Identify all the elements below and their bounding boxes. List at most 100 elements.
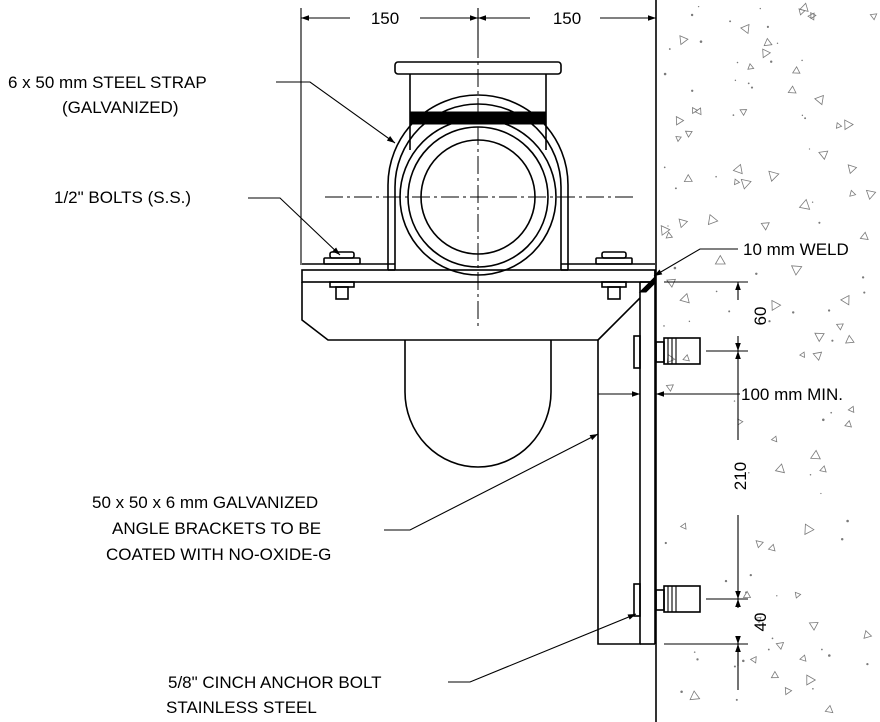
weld-symbol (638, 274, 657, 293)
pipe-outer (399, 118, 557, 276)
concrete-aggregate (749, 656, 757, 664)
svg-text:6 x 50 mm STEEL STRAP: 6 x 50 mm STEEL STRAP (8, 73, 207, 92)
concrete-aggregate (794, 591, 802, 599)
concrete-dot (791, 311, 795, 314)
concrete-dot (742, 659, 745, 663)
concrete-dot (820, 492, 822, 495)
nut-right (601, 281, 627, 300)
concrete-dot (861, 276, 865, 279)
concrete-aggregate (839, 294, 850, 306)
concrete-aggregate (844, 419, 852, 428)
concrete-dot (663, 325, 665, 327)
svg-text:50 x 50 x 6 mm GALVANIZED: 50 x 50 x 6 mm GALVANIZED (92, 493, 318, 512)
concrete-aggregate (684, 130, 693, 138)
concrete-aggregate (679, 292, 690, 304)
concrete-aggregate (760, 222, 770, 231)
label-weld: 10 mm WELD (653, 240, 849, 277)
concrete-dot (811, 201, 814, 203)
concrete-aggregate (808, 622, 819, 631)
concrete-dot (818, 221, 821, 224)
concrete-aggregate (679, 35, 689, 46)
concrete-aggregate (869, 13, 878, 21)
concrete-aggregate (770, 435, 778, 443)
concrete-dot (831, 339, 834, 342)
concrete-dot (673, 266, 677, 270)
concrete-dot (724, 579, 728, 583)
pipe-top-cap (394, 61, 562, 150)
concrete-aggregate (844, 119, 854, 131)
label-anchor-bolt: 5/8" CINCH ANCHOR BOLT STAINLESS STEEL (166, 613, 637, 717)
concrete-aggregate (768, 170, 780, 182)
concrete-dot (745, 591, 747, 594)
concrete-aggregate (682, 354, 690, 362)
concrete-dot (735, 698, 738, 701)
leader-weld (653, 248, 738, 277)
concrete-aggregate (863, 629, 873, 639)
concrete-aggregate (859, 231, 869, 240)
svg-text:COATED WITH NO-OXIDE-G: COATED WITH NO-OXIDE-G (106, 545, 331, 564)
concrete-aggregate (742, 590, 752, 598)
anchor-bolt-lower (633, 583, 701, 617)
concrete-aggregate (791, 65, 801, 74)
concrete-aggregate (847, 405, 855, 414)
bolt-head-right (595, 251, 633, 265)
svg-text:5/8" CINCH ANCHOR BOLT: 5/8" CINCH ANCHOR BOLT (168, 673, 382, 692)
concrete-dot (759, 7, 761, 10)
concrete-aggregate (814, 332, 825, 343)
concrete-aggregate (762, 48, 772, 59)
concrete-dot (699, 40, 703, 43)
concrete-dot (664, 541, 667, 545)
concrete-aggregate (714, 254, 726, 265)
concrete-aggregate (754, 616, 762, 624)
concrete-dot (758, 624, 761, 627)
concrete-dot (809, 474, 812, 476)
svg-text:10 mm WELD: 10 mm WELD (743, 240, 849, 259)
concrete-dot (812, 687, 814, 690)
concrete-aggregate (784, 686, 793, 696)
concrete-dot (697, 5, 700, 8)
concrete-dot (733, 400, 736, 402)
dim-60: 60 (751, 307, 770, 326)
concrete-aggregate (824, 704, 834, 714)
angle-bracket (301, 269, 657, 645)
concrete-dot (715, 175, 717, 178)
svg-text:STAINLESS STEEL: STAINLESS STEEL (166, 698, 317, 717)
concrete-aggregate (835, 323, 844, 331)
concrete-aggregate (740, 23, 750, 35)
concrete-dot (766, 25, 769, 28)
label-steel-strap: 6 x 50 mm STEEL STRAP (GALVANIZED) (8, 73, 396, 144)
concrete-aggregate (787, 85, 797, 94)
pipe-bottom-bulb (404, 340, 552, 468)
concrete-dot (674, 187, 677, 190)
nut-left (329, 281, 355, 300)
concrete-aggregate (810, 12, 817, 20)
concrete-dot (736, 61, 739, 64)
concrete-dot (776, 595, 778, 597)
concrete-aggregate (806, 674, 817, 686)
concrete-dot (663, 72, 667, 76)
concrete-dot (667, 225, 669, 227)
concrete-aggregate (847, 164, 858, 175)
concrete-aggregate (774, 463, 785, 474)
concrete-aggregate (694, 107, 702, 116)
concrete-aggregate (660, 225, 671, 236)
top-dimensions: 150 150 (300, 8, 656, 265)
concrete-aggregate (740, 178, 752, 190)
vertical-dimensions: 60 210 40 (664, 281, 770, 690)
concrete-dot (750, 86, 754, 89)
label-angle-bracket: 50 x 50 x 6 mm GALVANIZED ANGLE BRACKETS… (92, 433, 599, 564)
anchor-bolt-upper (633, 335, 701, 369)
concrete-aggregate (771, 299, 782, 311)
concrete-aggregate (812, 351, 823, 361)
concrete-aggregate (755, 540, 764, 549)
concrete-dot (846, 519, 849, 523)
concrete-dot (668, 48, 671, 50)
concrete-dot (801, 114, 804, 117)
concrete-aggregate (814, 94, 824, 106)
concrete-dot (808, 148, 811, 150)
concrete-aggregate (799, 351, 805, 358)
dim-210: 210 (731, 462, 750, 490)
pipe-inner (420, 139, 536, 255)
dim-150-right: 150 (553, 9, 581, 28)
